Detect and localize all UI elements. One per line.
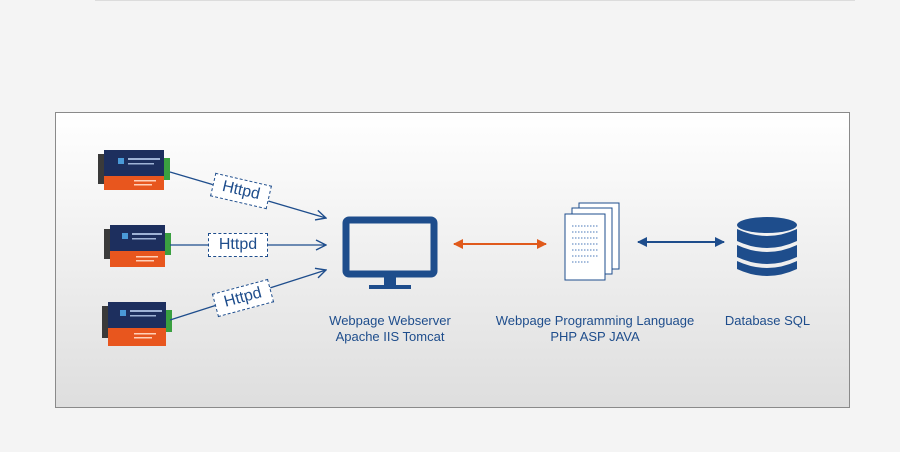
language-label-line2: PHP ASP JAVA [550,329,640,344]
webserver-label-line2: Apache IIS Tomcat [335,329,445,344]
database-icon [737,217,797,276]
diagram-panel [55,112,850,408]
httpd-label-2: Httpd [208,233,268,257]
webserver-label: Webpage Webserver Apache IIS Tomcat [310,313,470,345]
monitor-icon [342,216,438,289]
database-label-line1: Database SQL [724,313,811,328]
language-label-line1: Webpage Programming Language [495,313,695,328]
serial-device-server-3 [102,302,172,346]
document-icon [564,202,620,281]
language-label: Webpage Programming Language PHP ASP JAV… [480,313,710,345]
top-divider [95,0,855,1]
serial-device-server-2 [104,225,171,267]
webserver-label-line1: Webpage Webserver [329,313,451,328]
serial-device-server-1 [98,150,170,190]
database-label: Database SQL [710,313,825,329]
